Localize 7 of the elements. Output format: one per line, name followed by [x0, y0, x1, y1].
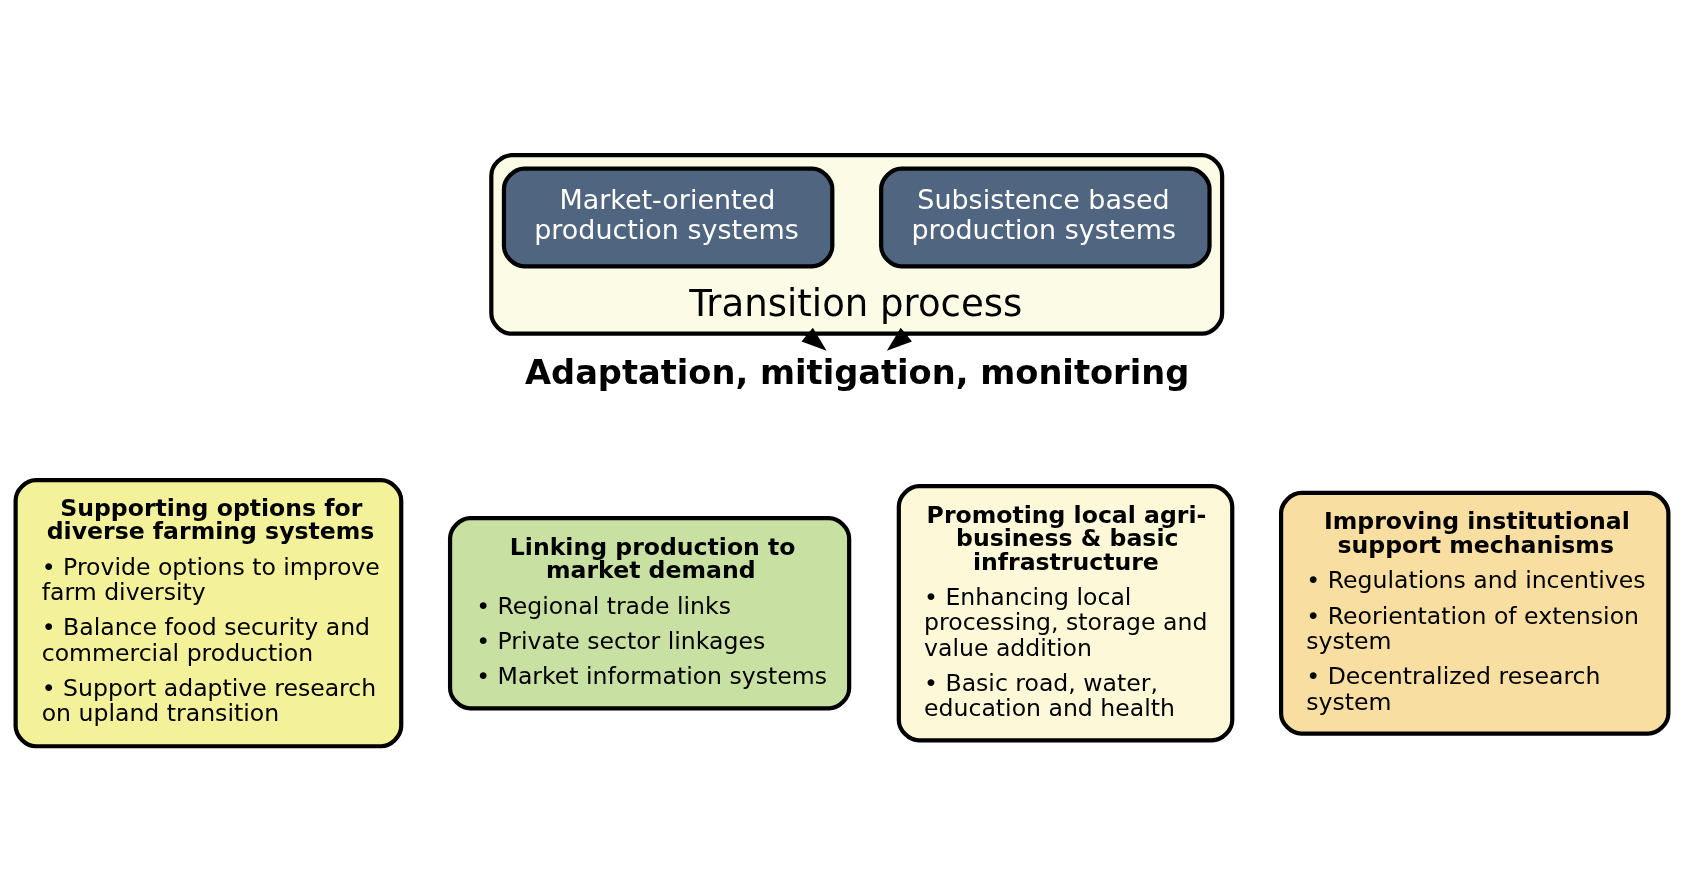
node-box: Promoting local agri-business & basic infrastructure • Enhancing local processing, storage and value addition • Basic road, water, education and health	[896, 483, 1235, 742]
node-text: Adaptation, mitigation, monitoring	[525, 352, 1190, 392]
node-box: Supporting options for diverse farming systems • Provide options to improve farm diversity • Balance food security and commercial production • Support adaptive research on upland transition	[13, 477, 404, 748]
node-box: Subsistence based production systems	[879, 166, 1212, 268]
node-box: Market-oriented production systems	[501, 166, 835, 268]
node-box: Improving institutional support mechanisms • Regulations and incentives • Reorientation of extension system • Decentralized research system	[1278, 490, 1671, 736]
node-box: Linking production to market demand • Regional trade links • Private sector linkages • Market information systems	[447, 515, 852, 710]
